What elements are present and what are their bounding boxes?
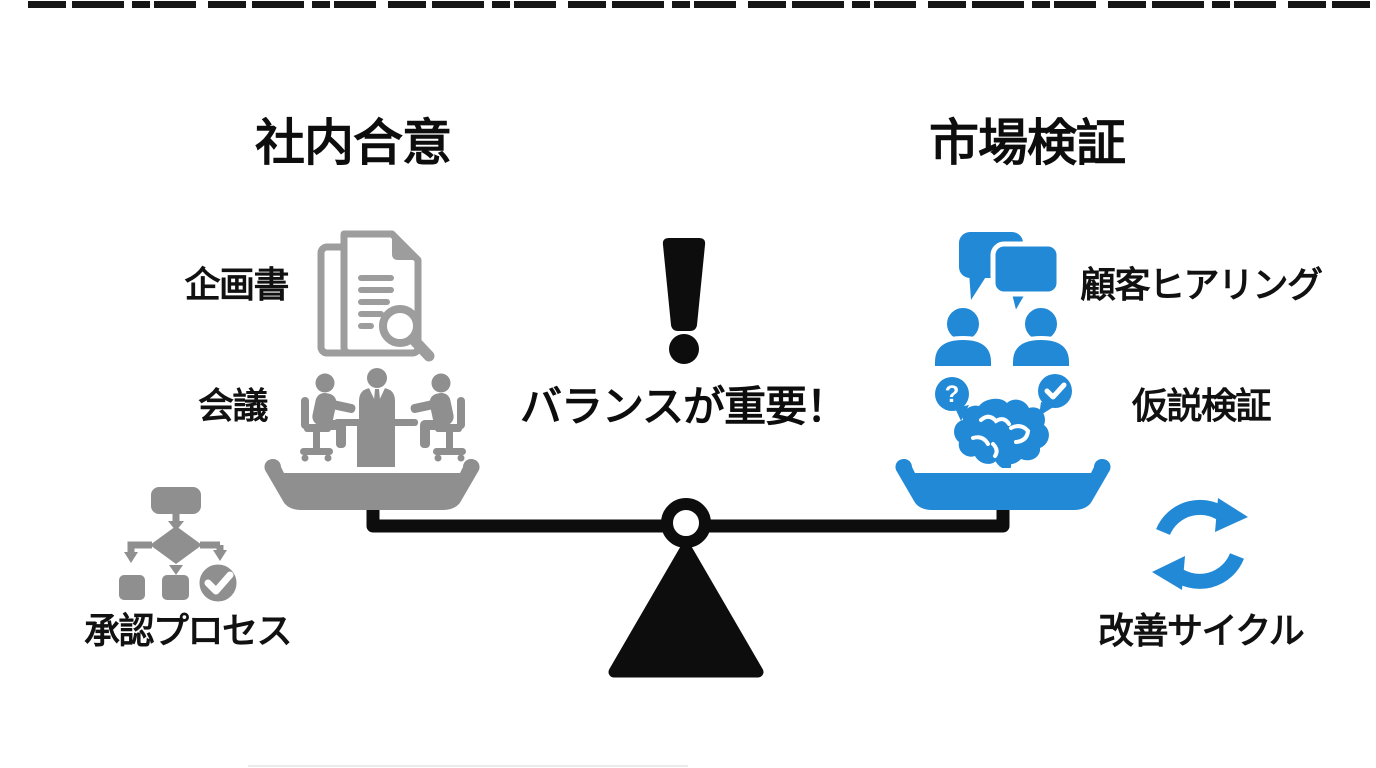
right-scale-pan — [895, 459, 1111, 510]
document-search-icon — [317, 230, 435, 362]
right-title: 市場検証 — [929, 115, 1126, 171]
scale-pivot-ring — [661, 498, 711, 548]
hypothesis-brain-icon: ? — [935, 374, 1072, 468]
label-proposal-doc: 企画書 — [184, 264, 289, 305]
svg-text:?: ? — [945, 381, 960, 408]
label-meeting: 会議 — [198, 385, 269, 426]
bottom-faint-line — [248, 765, 688, 767]
label-customer-interview: 顧客ヒアリング — [1080, 264, 1323, 305]
center-message: バランスが重要！ — [520, 383, 848, 430]
label-improvement-cycle: 改善サイクル — [1098, 610, 1305, 651]
customer-interview-icon — [931, 232, 1073, 368]
improvement-cycle-icon — [1152, 498, 1248, 590]
label-hypothesis-test: 仮説検証 — [1132, 385, 1272, 426]
left-scale-pan — [264, 459, 480, 510]
label-approval-process: 承認プロセス — [84, 610, 293, 651]
scale-fulcrum-triangle — [608, 542, 764, 678]
meeting-icon — [300, 368, 466, 467]
top-dashed-border — [28, 1, 1370, 8]
left-title: 社内合意 — [255, 115, 452, 171]
approval-flowchart-icon — [119, 487, 240, 605]
exclamation-icon — [662, 238, 706, 364]
